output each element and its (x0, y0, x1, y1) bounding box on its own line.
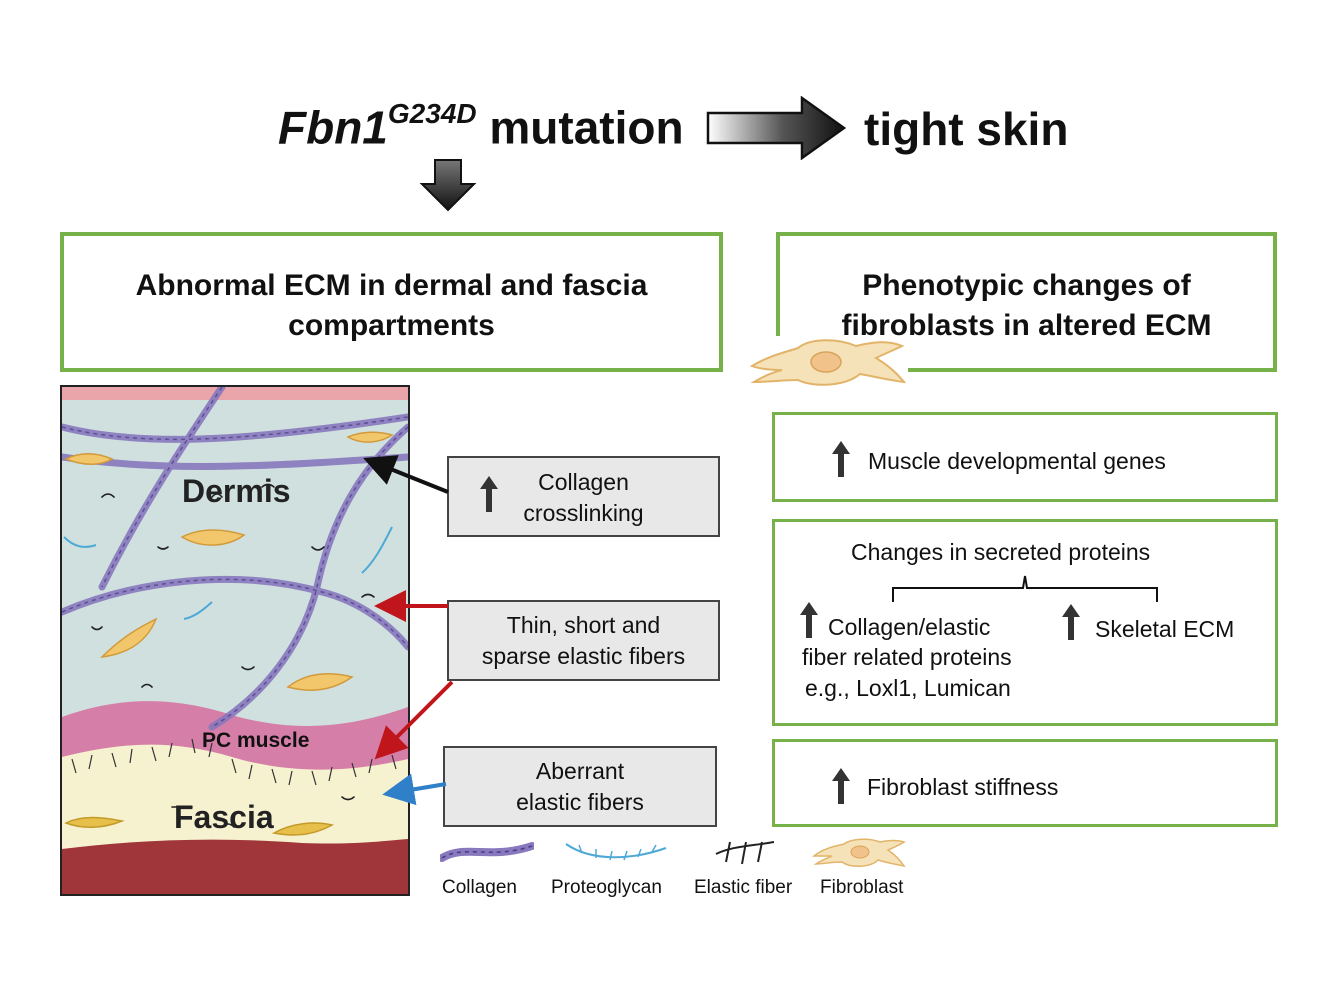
aberrant-elastic-box: Aberrant elastic fibers (443, 746, 717, 827)
fibroblast-legend-icon (812, 838, 906, 868)
secreted-left-line1: Collagen/elastic (828, 614, 991, 640)
mutation-word: mutation (489, 101, 684, 154)
aberrant-line1: Aberrant (535, 758, 625, 784)
up-arrow-icon (1062, 604, 1080, 640)
tight-skin-label: tight skin (864, 103, 1069, 155)
proteoglycan-legend-icon (565, 843, 667, 861)
secreted-left-line3: e.g., Loxl1, Lumican (805, 675, 1011, 701)
proteoglycan-legend-label: Proteoglycan (551, 877, 662, 898)
left-header-box: Abnormal ECM in dermal and fascia compar… (60, 232, 723, 372)
dermis-label: Dermis (182, 473, 291, 509)
up-arrow-icon (832, 441, 850, 477)
elastic-fiber-legend-icon (715, 841, 775, 865)
elastic-arrow-2 (374, 680, 454, 760)
stiffness-box: Fibroblast stiffness (772, 739, 1278, 827)
down-arrow-icon (419, 159, 477, 212)
right-header-line1: Phenotypic changes of (862, 269, 1191, 302)
collagen-line2: crosslinking (523, 500, 644, 526)
collagen-crosslinking-box: Collagen crosslinking (447, 456, 720, 537)
collagen-arrow (363, 455, 449, 494)
left-header-line1: Abnormal ECM in dermal and fascia (135, 269, 648, 302)
thin-line1: Thin, short and (506, 612, 661, 638)
collagen-legend-label: Collagen (442, 877, 517, 898)
secreted-proteins-box: Changes in secreted proteins Collagen/el… (772, 519, 1278, 726)
secreted-left-line2: fiber related proteins (802, 644, 1012, 670)
collagen-legend-icon (440, 842, 534, 862)
right-arrow-icon (706, 96, 847, 160)
muscle-genes-label: Muscle developmental genes (868, 448, 1166, 474)
up-arrow-icon (832, 768, 850, 804)
gene-superscript: G234D (387, 98, 477, 129)
aberrant-arrow (382, 773, 447, 806)
callout-arrows (363, 455, 454, 806)
collagen-line1: Collagen (538, 469, 629, 495)
fibroblast-icon (748, 336, 908, 394)
muscle-genes-box: Muscle developmental genes (772, 412, 1278, 502)
bracket-icon (892, 575, 1158, 602)
mutation-title: Fbn1G234D mutation (278, 100, 684, 154)
aberrant-line2: elastic fibers (516, 789, 644, 815)
fibroblast-legend-label: Fibroblast (820, 877, 904, 898)
elastic-fiber-legend-label: Elastic fiber (694, 877, 793, 898)
thin-elastic-box: Thin, short and sparse elastic fibers (447, 600, 720, 681)
gene-name: Fbn1 (278, 101, 388, 154)
up-arrow-icon (800, 602, 818, 638)
fascia-label: Fascia (174, 799, 274, 835)
thin-line2: sparse elastic fibers (481, 643, 686, 669)
tissue-svg (62, 387, 408, 894)
secreted-title: Changes in secreted proteins (851, 539, 1151, 565)
stiffness-label: Fibroblast stiffness (867, 774, 1059, 800)
left-header-line2: compartments (288, 309, 495, 342)
up-arrow-icon (480, 476, 498, 512)
tissue-illustration: Dermis PC muscle Fascia (60, 385, 410, 896)
secreted-right: Skeletal ECM (1095, 616, 1235, 642)
pc-muscle-label: PC muscle (202, 729, 310, 752)
